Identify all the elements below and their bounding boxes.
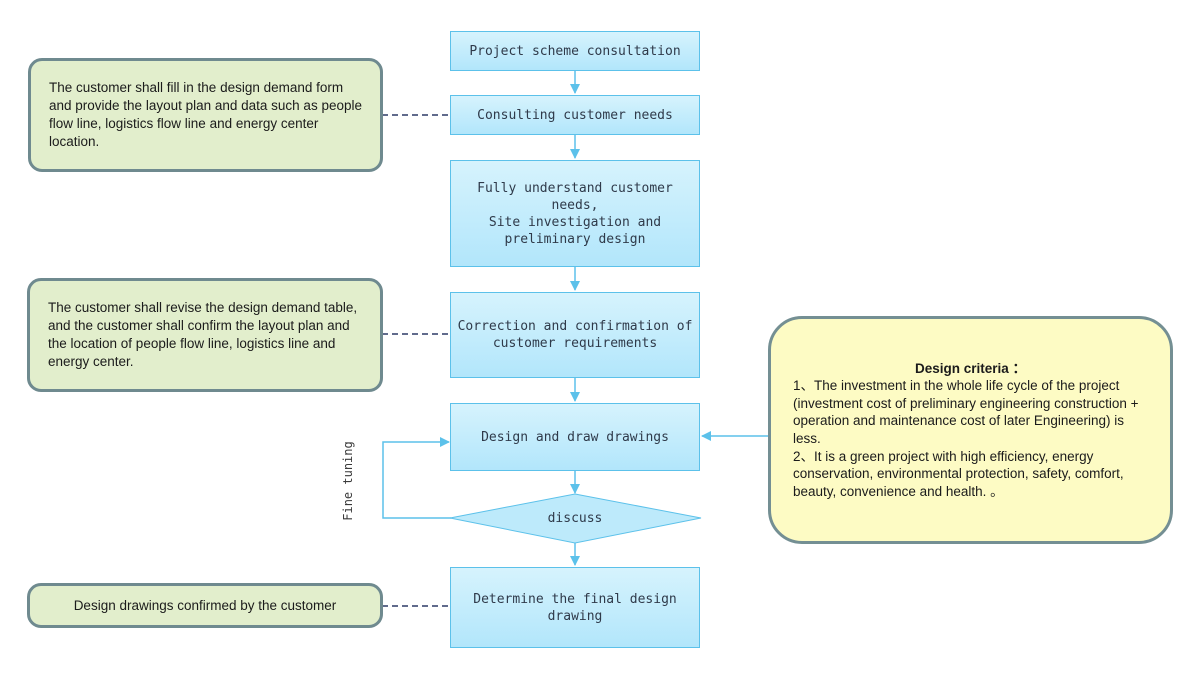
- fine-tuning-label: Fine tuning: [341, 441, 355, 521]
- step-design-draw-drawings: Design and draw drawings: [450, 403, 700, 471]
- note2-text: The customer shall revise the design dem…: [48, 300, 358, 369]
- step-fully-understand-needs: Fully understand customer needs, Site in…: [450, 160, 700, 267]
- note-design-demand-form: The customer shall fill in the design de…: [28, 58, 383, 172]
- step-project-scheme-consultation: Project scheme consultation: [450, 31, 700, 71]
- step-final-design-drawing: Determine the final design drawing: [450, 567, 700, 648]
- decision-label: discuss: [547, 510, 603, 526]
- step4-label: Correction and confirmation of customer …: [457, 319, 693, 351]
- note1-text: The customer shall fill in the design de…: [49, 80, 362, 149]
- design-criteria-item-1: 1、The investment in the whole life cycle…: [793, 378, 1139, 446]
- design-criteria-item-2: 2、It is a green project with high effici…: [793, 448, 1124, 499]
- design-criteria-title: Design criteria ：: [914, 360, 1027, 376]
- step-correction-confirmation: Correction and confirmation of customer …: [450, 292, 700, 378]
- note3-text: Design drawings confirmed by the custome…: [73, 597, 337, 613]
- arrow-fine-tuning-loop: [382, 437, 451, 519]
- step-consulting-customer-needs: Consulting customer needs: [450, 95, 700, 135]
- step3-label: Fully understand customer needs, Site in…: [477, 180, 673, 247]
- step6-label: Determine the final design drawing: [473, 591, 677, 624]
- design-criteria-panel: Design criteria ： 1、The investment in th…: [768, 316, 1173, 544]
- step2-label: Consulting customer needs: [477, 107, 673, 123]
- decision-diamond: [449, 493, 702, 544]
- step5-label: Design and draw drawings: [481, 429, 669, 445]
- note-revise-demand-table: The customer shall revise the design dem…: [27, 278, 383, 392]
- step1-label: Project scheme consultation: [469, 43, 681, 59]
- note-drawings-confirmed: Design drawings confirmed by the custome…: [27, 583, 383, 628]
